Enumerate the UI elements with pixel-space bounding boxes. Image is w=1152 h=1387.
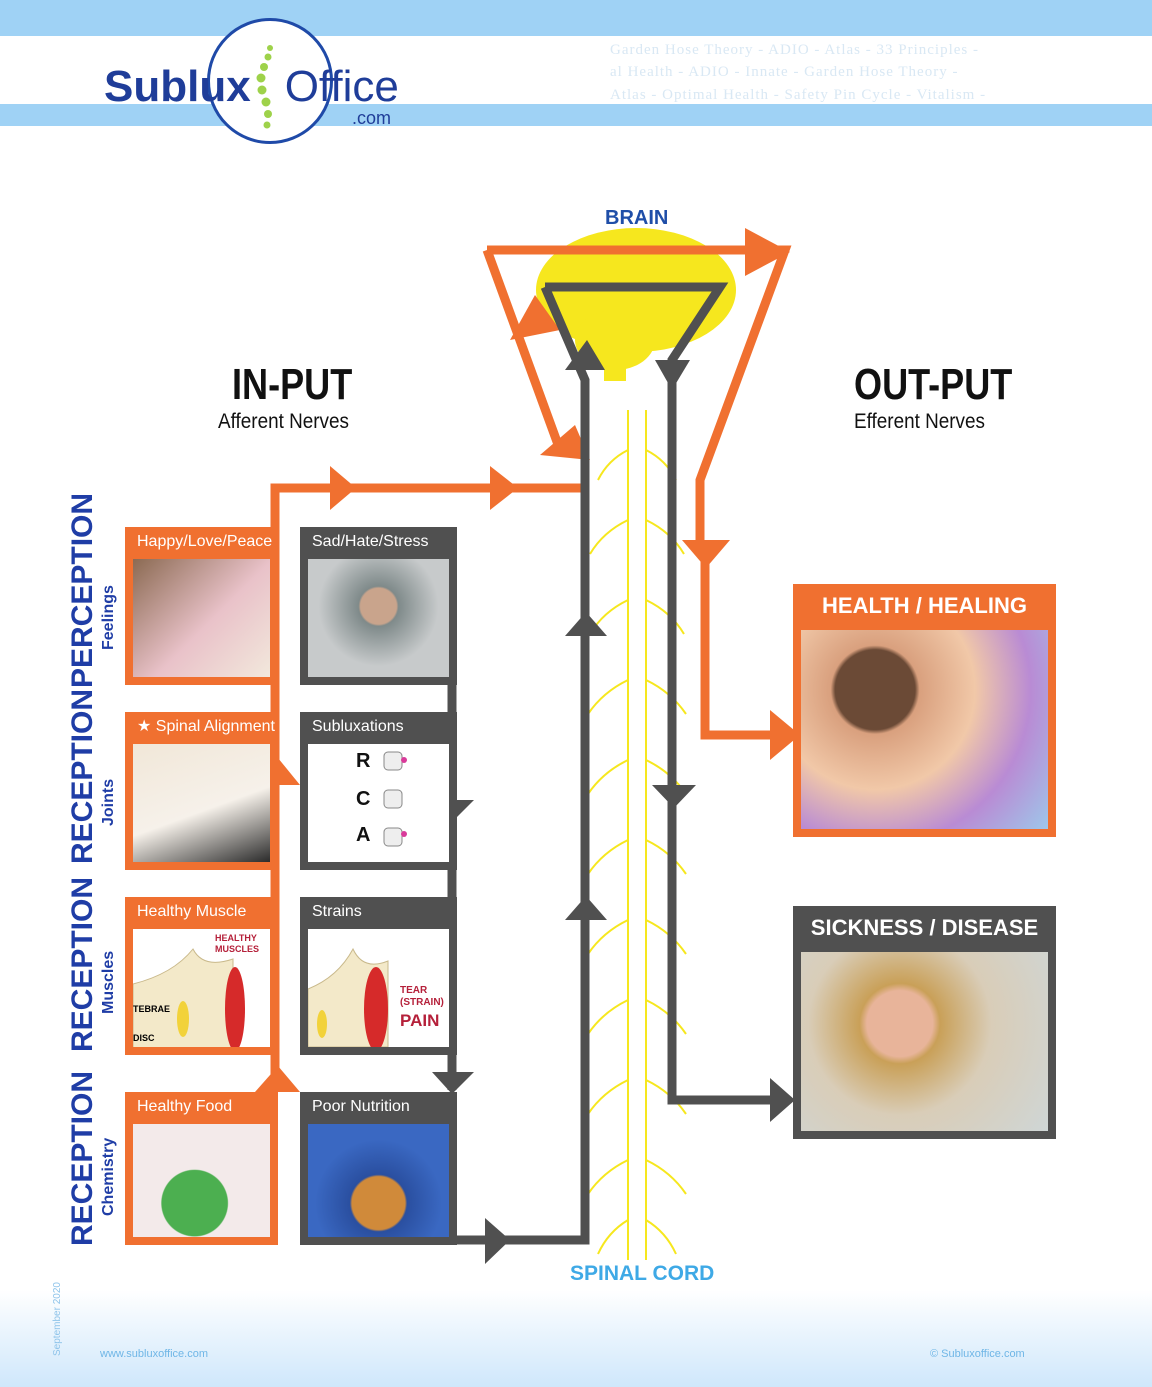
card-title: Strains (312, 903, 362, 920)
subluxation-c: C (356, 788, 371, 810)
logo-sublux: Sublux (104, 62, 251, 111)
card-title: Sad/Hate/Stress (312, 533, 429, 550)
logo-com: .com (352, 108, 392, 128)
card-title: SICKNESS / DISEASE (810, 915, 1039, 940)
happy-family-image (801, 630, 1048, 829)
strained-muscle-illustration: TEAR (STRAIN) PAIN (307, 929, 449, 1051)
card-strains[interactable]: Strains TEAR (STRAIN) PAIN (300, 897, 457, 1055)
card-subluxations[interactable]: Subluxations R C A (300, 712, 457, 870)
footer-website[interactable]: www.subluxoffice.com (100, 1348, 209, 1360)
card-poor-nutrition[interactable]: Poor Nutrition (300, 1092, 457, 1245)
card-sad-hate-stress[interactable]: Sad/Hate/Stress (300, 527, 457, 685)
row-label-joints: RECEPTION Joints (66, 688, 117, 864)
card-health-healing[interactable]: HEALTH / HEALING (793, 584, 1056, 837)
card-spinal-alignment[interactable]: ★ Spinal Alignment (125, 712, 278, 870)
logo-wordmark[interactable]: Sublux Office (104, 62, 399, 112)
burger-eating-image (308, 1124, 449, 1237)
card-title: ★ Spinal Alignment (137, 718, 275, 735)
row-label-chemistry: RECEPTION Chemistry (66, 1070, 117, 1246)
card-title: Poor Nutrition (312, 1098, 410, 1115)
happy-people-image (133, 559, 270, 677)
logo-office: Office (284, 62, 399, 111)
spine-logo-icon (256, 45, 273, 129)
healthy-food-image (133, 1124, 270, 1237)
card-title: HEALTH / HEALING (822, 593, 1027, 618)
card-happy-love-peace[interactable]: Happy/Love/Peace (125, 527, 278, 685)
chiropractic-adjustment-image (133, 744, 270, 862)
subluxation-r: R (356, 750, 371, 772)
brain-label: BRAIN (605, 207, 669, 229)
ticker-line-1: Garden Hose Theory - ADIO - Atlas - 33 P… (610, 42, 979, 58)
logo-ring (207, 18, 333, 144)
card-title: Happy/Love/Peace (137, 533, 273, 550)
row-label-muscles: RECEPTION Muscles (66, 876, 117, 1052)
header-band-top (0, 0, 1152, 36)
footer-copyright: © Subluxoffice.com (930, 1348, 1025, 1360)
output-subtitle: Efferent Nerves (854, 410, 985, 433)
footer-band (0, 1290, 1152, 1387)
card-title: Healthy Muscle (137, 903, 247, 920)
output-title: OUT-PUT (854, 360, 1013, 409)
footer-date: September 2020 (52, 1282, 63, 1356)
subluxation-list: R C A (308, 744, 449, 862)
card-healthy-muscle[interactable]: Healthy Muscle HEALTHY MUSCLES TEBRAE DI… (125, 897, 278, 1055)
input-subtitle: Afferent Nerves (218, 410, 349, 433)
spinal-cord-label: SPINAL CORD (570, 1262, 715, 1285)
card-healthy-food[interactable]: Healthy Food (125, 1092, 278, 1245)
vertebrae-icon (383, 751, 407, 847)
ticker-line-3: Atlas - Optimal Health - Safety Pin Cycl… (610, 87, 987, 103)
row-label-perception: PERCEPTION Feelings (66, 492, 117, 688)
card-sickness-disease[interactable]: SICKNESS / DISEASE (793, 906, 1056, 1139)
torn-muscle-icon (307, 947, 389, 1051)
healthy-muscle-illustration: HEALTHY MUSCLES TEBRAE DISC (132, 929, 270, 1051)
input-title: IN-PUT (232, 360, 353, 409)
card-title: Subluxations (312, 718, 404, 735)
card-title: Healthy Food (137, 1098, 233, 1115)
stressed-man-image (308, 559, 449, 677)
subluxation-a: A (356, 824, 371, 846)
sick-woman-image (801, 952, 1048, 1131)
ticker-line-2: al Health - ADIO - Innate - Garden Hose … (610, 64, 959, 80)
vertebra-muscle-icon (132, 948, 245, 1051)
